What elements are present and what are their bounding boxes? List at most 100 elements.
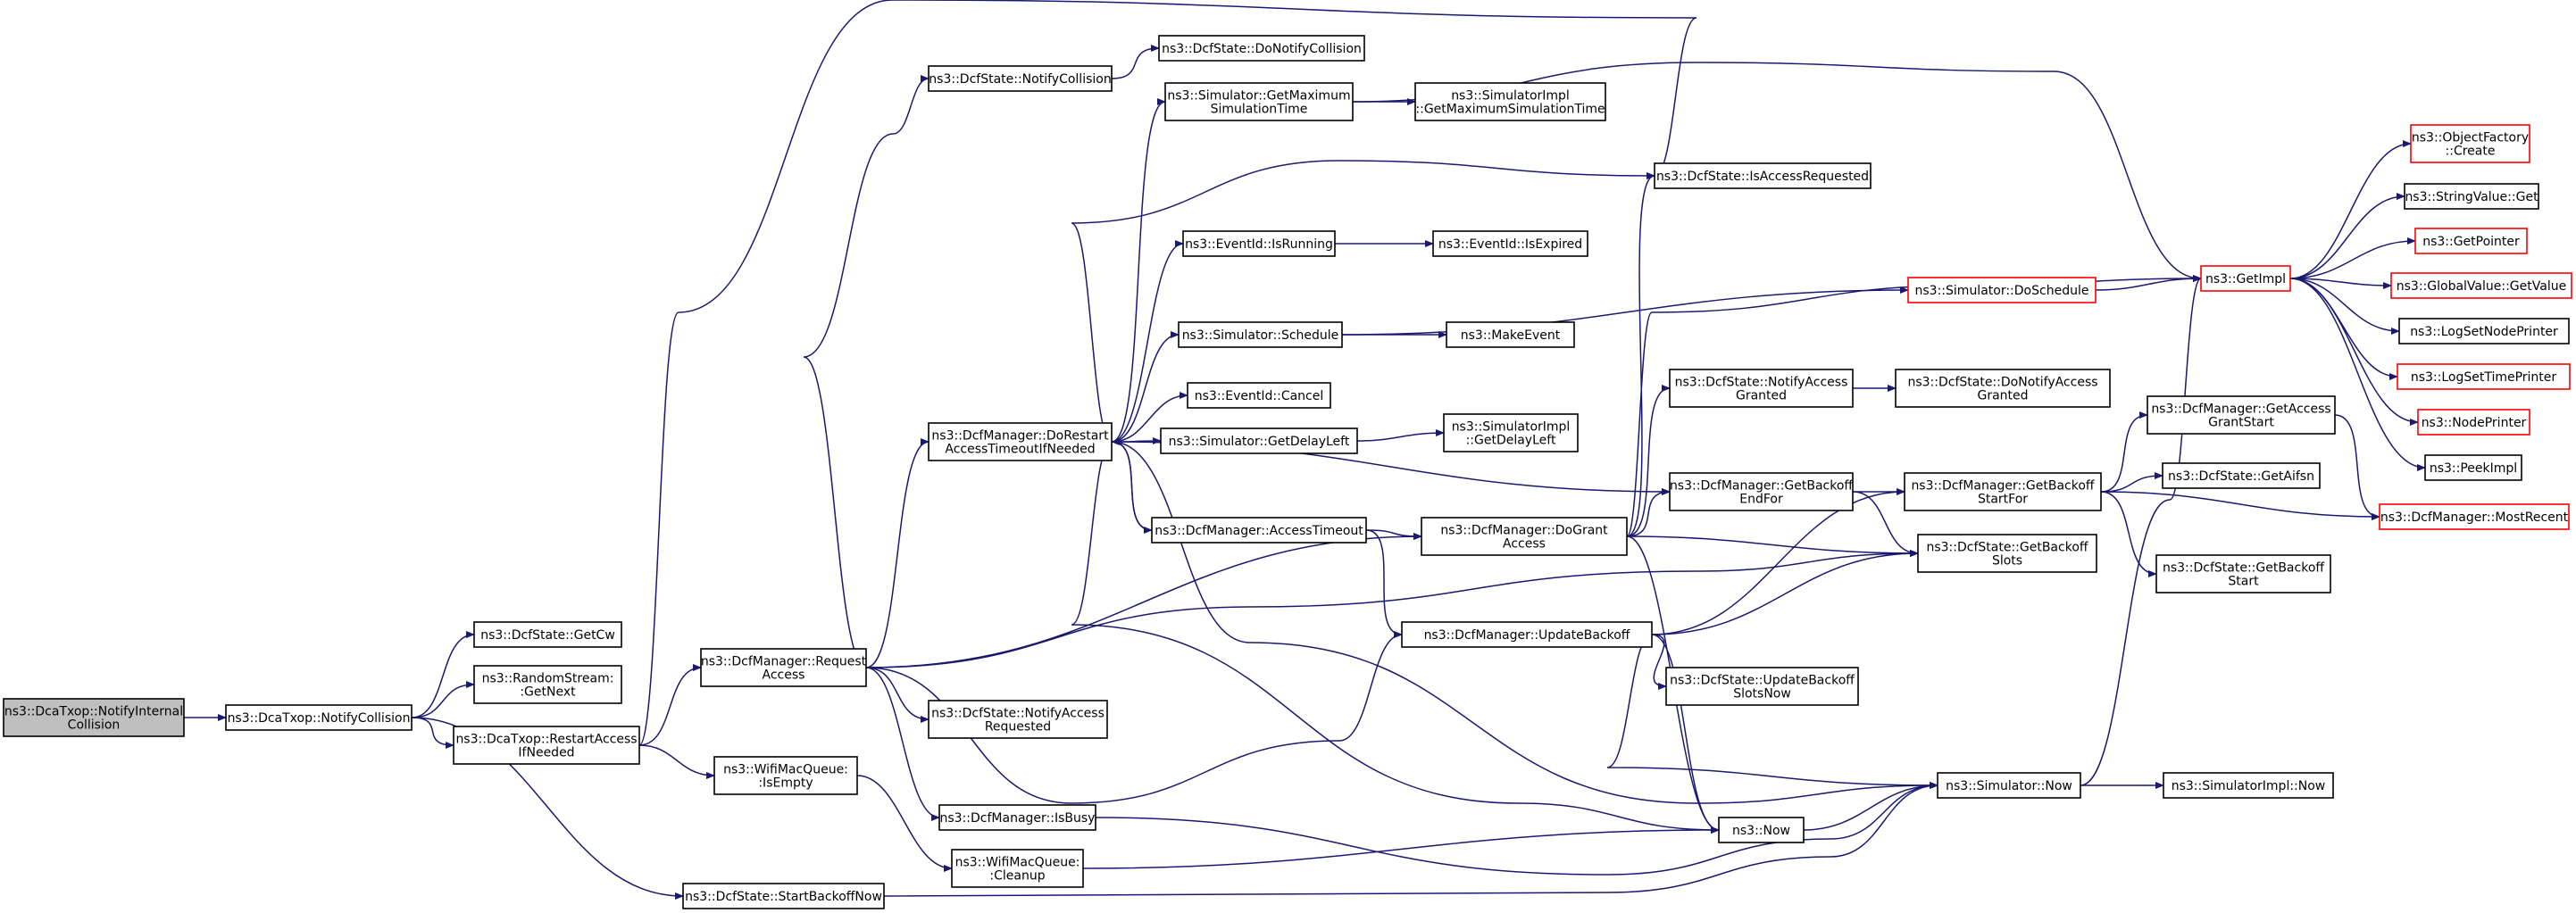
node-peekimpl[interactable]: ns3::PeekImpl — [2424, 454, 2522, 481]
node-domestart[interactable]: ns3::DcfManager::DoRestartAccessTimeoutI… — [928, 422, 1113, 461]
node-doschedule[interactable]: ns3::Simulator::DoSchedule — [1907, 277, 2097, 303]
node-makeevent[interactable]: ns3::MakeEvent — [1446, 321, 1575, 348]
node-box[interactable] — [1904, 472, 2102, 511]
node-stringvalueget[interactable]: ns3::StringValue::Get — [2404, 183, 2539, 210]
node-getdelayleft[interactable]: ns3::Simulator::GetDelayLeft — [1160, 427, 1358, 454]
node-box[interactable] — [700, 648, 867, 687]
node-box[interactable] — [1665, 667, 1859, 706]
node-donotifycollision[interactable]: ns3::DcfState::DoNotifyCollision — [1158, 35, 1365, 62]
node-box[interactable] — [225, 704, 413, 731]
node-notifycollision[interactable]: ns3::DcaTxop::NotifyCollision — [225, 704, 413, 731]
node-logtimeprinter[interactable]: ns3::LogSetTimePrinter — [2397, 363, 2571, 390]
node-box[interactable] — [1446, 321, 1575, 348]
node-schedule[interactable]: ns3::Simulator::Schedule — [1178, 321, 1343, 348]
node-box[interactable] — [1669, 472, 1854, 511]
node-objectfactory[interactable]: ns3::ObjectFactory::Create — [2410, 124, 2530, 163]
node-box[interactable] — [2417, 409, 2530, 436]
node-isrunning[interactable]: ns3::EventId::IsRunning — [1182, 230, 1336, 257]
node-box[interactable] — [1160, 427, 1358, 454]
node-box[interactable] — [1182, 230, 1336, 257]
node-box[interactable] — [1907, 277, 2097, 303]
node-globalvalueget[interactable]: ns3::GlobalValue::GetValue — [2390, 272, 2572, 299]
node-box[interactable] — [928, 65, 1113, 92]
node-box[interactable] — [1669, 369, 1854, 408]
node-box[interactable] — [1187, 382, 1331, 409]
node-box[interactable] — [1654, 162, 1872, 189]
node-accesstimeout[interactable]: ns3::DcfManager::AccessTimeout — [1151, 517, 1367, 544]
node-box[interactable] — [2404, 183, 2539, 210]
node-box[interactable] — [1401, 621, 1653, 648]
node-box[interactable] — [2414, 228, 2528, 254]
node-simnow[interactable]: ns3::Simulator::Now — [1937, 772, 2081, 799]
node-getaifsn[interactable]: ns3::DcfState::GetAifsn — [2162, 462, 2321, 489]
node-box[interactable] — [1421, 517, 1628, 556]
node-box[interactable] — [3, 698, 185, 737]
node-box[interactable] — [2155, 554, 2331, 593]
node-updatebackoff[interactable]: ns3::DcfManager::UpdateBackoff — [1401, 621, 1653, 648]
node-simimplgetmax[interactable]: ns3::SimulatorImpl::GetMaximumSimulation… — [1414, 82, 1606, 121]
node-box[interactable] — [1443, 413, 1579, 452]
node-box[interactable] — [928, 422, 1113, 461]
node-box[interactable] — [1178, 321, 1343, 348]
node-box[interactable] — [1164, 82, 1354, 121]
node-getpointer[interactable]: ns3::GetPointer — [2414, 228, 2528, 254]
node-box[interactable] — [2410, 124, 2530, 163]
node-getnext[interactable]: ns3::RandomStream::GetNext — [473, 665, 622, 704]
node-box[interactable] — [2200, 265, 2291, 292]
node-box[interactable] — [2147, 395, 2336, 435]
node-getimpl[interactable]: ns3::GetImpl — [2200, 265, 2291, 292]
node-box[interactable] — [2390, 272, 2572, 299]
node-getmaxsimtime[interactable]: ns3::Simulator::GetMaximumSimulationTime — [1164, 82, 1354, 121]
node-startbackoffnow[interactable]: ns3::DcfState::StartBackoffNow — [682, 883, 885, 909]
node-box[interactable] — [2424, 454, 2522, 481]
node-box[interactable] — [713, 756, 858, 795]
node-isbusy[interactable]: ns3::DcfManager::IsBusy — [938, 804, 1096, 831]
node-cancel[interactable]: ns3::EventId::Cancel — [1187, 382, 1331, 409]
node-box[interactable] — [2397, 363, 2571, 390]
node-mostrecent[interactable]: ns3::DcfManager::MostRecent — [2379, 503, 2570, 530]
node-box[interactable] — [2398, 318, 2570, 344]
node-box[interactable] — [1151, 517, 1367, 544]
node-getcw[interactable]: ns3::DcfState::GetCw — [473, 621, 622, 648]
node-box[interactable] — [2379, 503, 2570, 530]
node-box[interactable] — [453, 726, 640, 765]
node-box[interactable] — [951, 849, 1084, 888]
node-simimplnow[interactable]: ns3::SimulatorImpl::Now — [2163, 772, 2334, 799]
node-isexpired[interactable]: ns3::EventId::IsExpired — [1432, 230, 1588, 257]
node-box[interactable] — [1158, 35, 1365, 62]
node-box[interactable] — [928, 700, 1108, 739]
node-box[interactable] — [1432, 230, 1588, 257]
node-box[interactable] — [2163, 772, 2334, 799]
node-box[interactable] — [1917, 534, 2097, 573]
node-isempty[interactable]: ns3::WifiMacQueue::IsEmpty — [713, 756, 858, 795]
node-box[interactable] — [1895, 369, 2111, 408]
node-nodeprinter[interactable]: ns3::NodePrinter — [2417, 409, 2530, 436]
node-box[interactable] — [2162, 462, 2321, 489]
node-cleanup[interactable]: ns3::WifiMacQueue::Cleanup — [951, 849, 1084, 888]
node-box[interactable] — [1937, 772, 2081, 799]
node-box[interactable] — [1414, 82, 1606, 121]
node-isaccessrequested[interactable]: ns3::DcfState::IsAccessRequested — [1654, 162, 1872, 189]
node-box[interactable] — [473, 665, 622, 704]
node-box[interactable] — [1718, 817, 1805, 843]
node-simimplgetdelay[interactable]: ns3::SimulatorImpl::GetDelayLeft — [1443, 413, 1579, 452]
node-box[interactable] — [682, 883, 885, 909]
node-now[interactable]: ns3::Now — [1718, 817, 1805, 843]
node-box[interactable] — [938, 804, 1096, 831]
node-lognodeprinter[interactable]: ns3::LogSetNodePrinter — [2398, 318, 2570, 344]
node-box[interactable] — [473, 621, 622, 648]
node-notifycollision2[interactable]: ns3::DcfState::NotifyCollision — [928, 65, 1113, 92]
